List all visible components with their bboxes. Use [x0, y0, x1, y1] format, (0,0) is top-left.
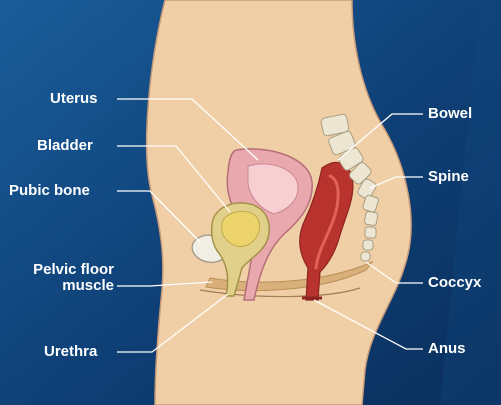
label-pubic-bone: Pubic bone — [9, 183, 90, 199]
bladder-inner — [222, 212, 260, 247]
label-spine: Spine — [428, 169, 469, 185]
label-anus: Anus — [428, 341, 466, 357]
label-pelvic-floor-line2: muscle — [8, 278, 114, 294]
label-bladder: Bladder — [37, 138, 93, 154]
label-coccyx: Coccyx — [428, 275, 481, 291]
label-uterus: Uterus — [50, 91, 98, 107]
label-pelvic-floor-line1: Pelvic floor — [8, 262, 114, 278]
label-urethra: Urethra — [44, 344, 97, 360]
label-pelvic-floor-muscle: Pelvic floor muscle — [8, 262, 114, 294]
label-bowel: Bowel — [428, 106, 472, 122]
